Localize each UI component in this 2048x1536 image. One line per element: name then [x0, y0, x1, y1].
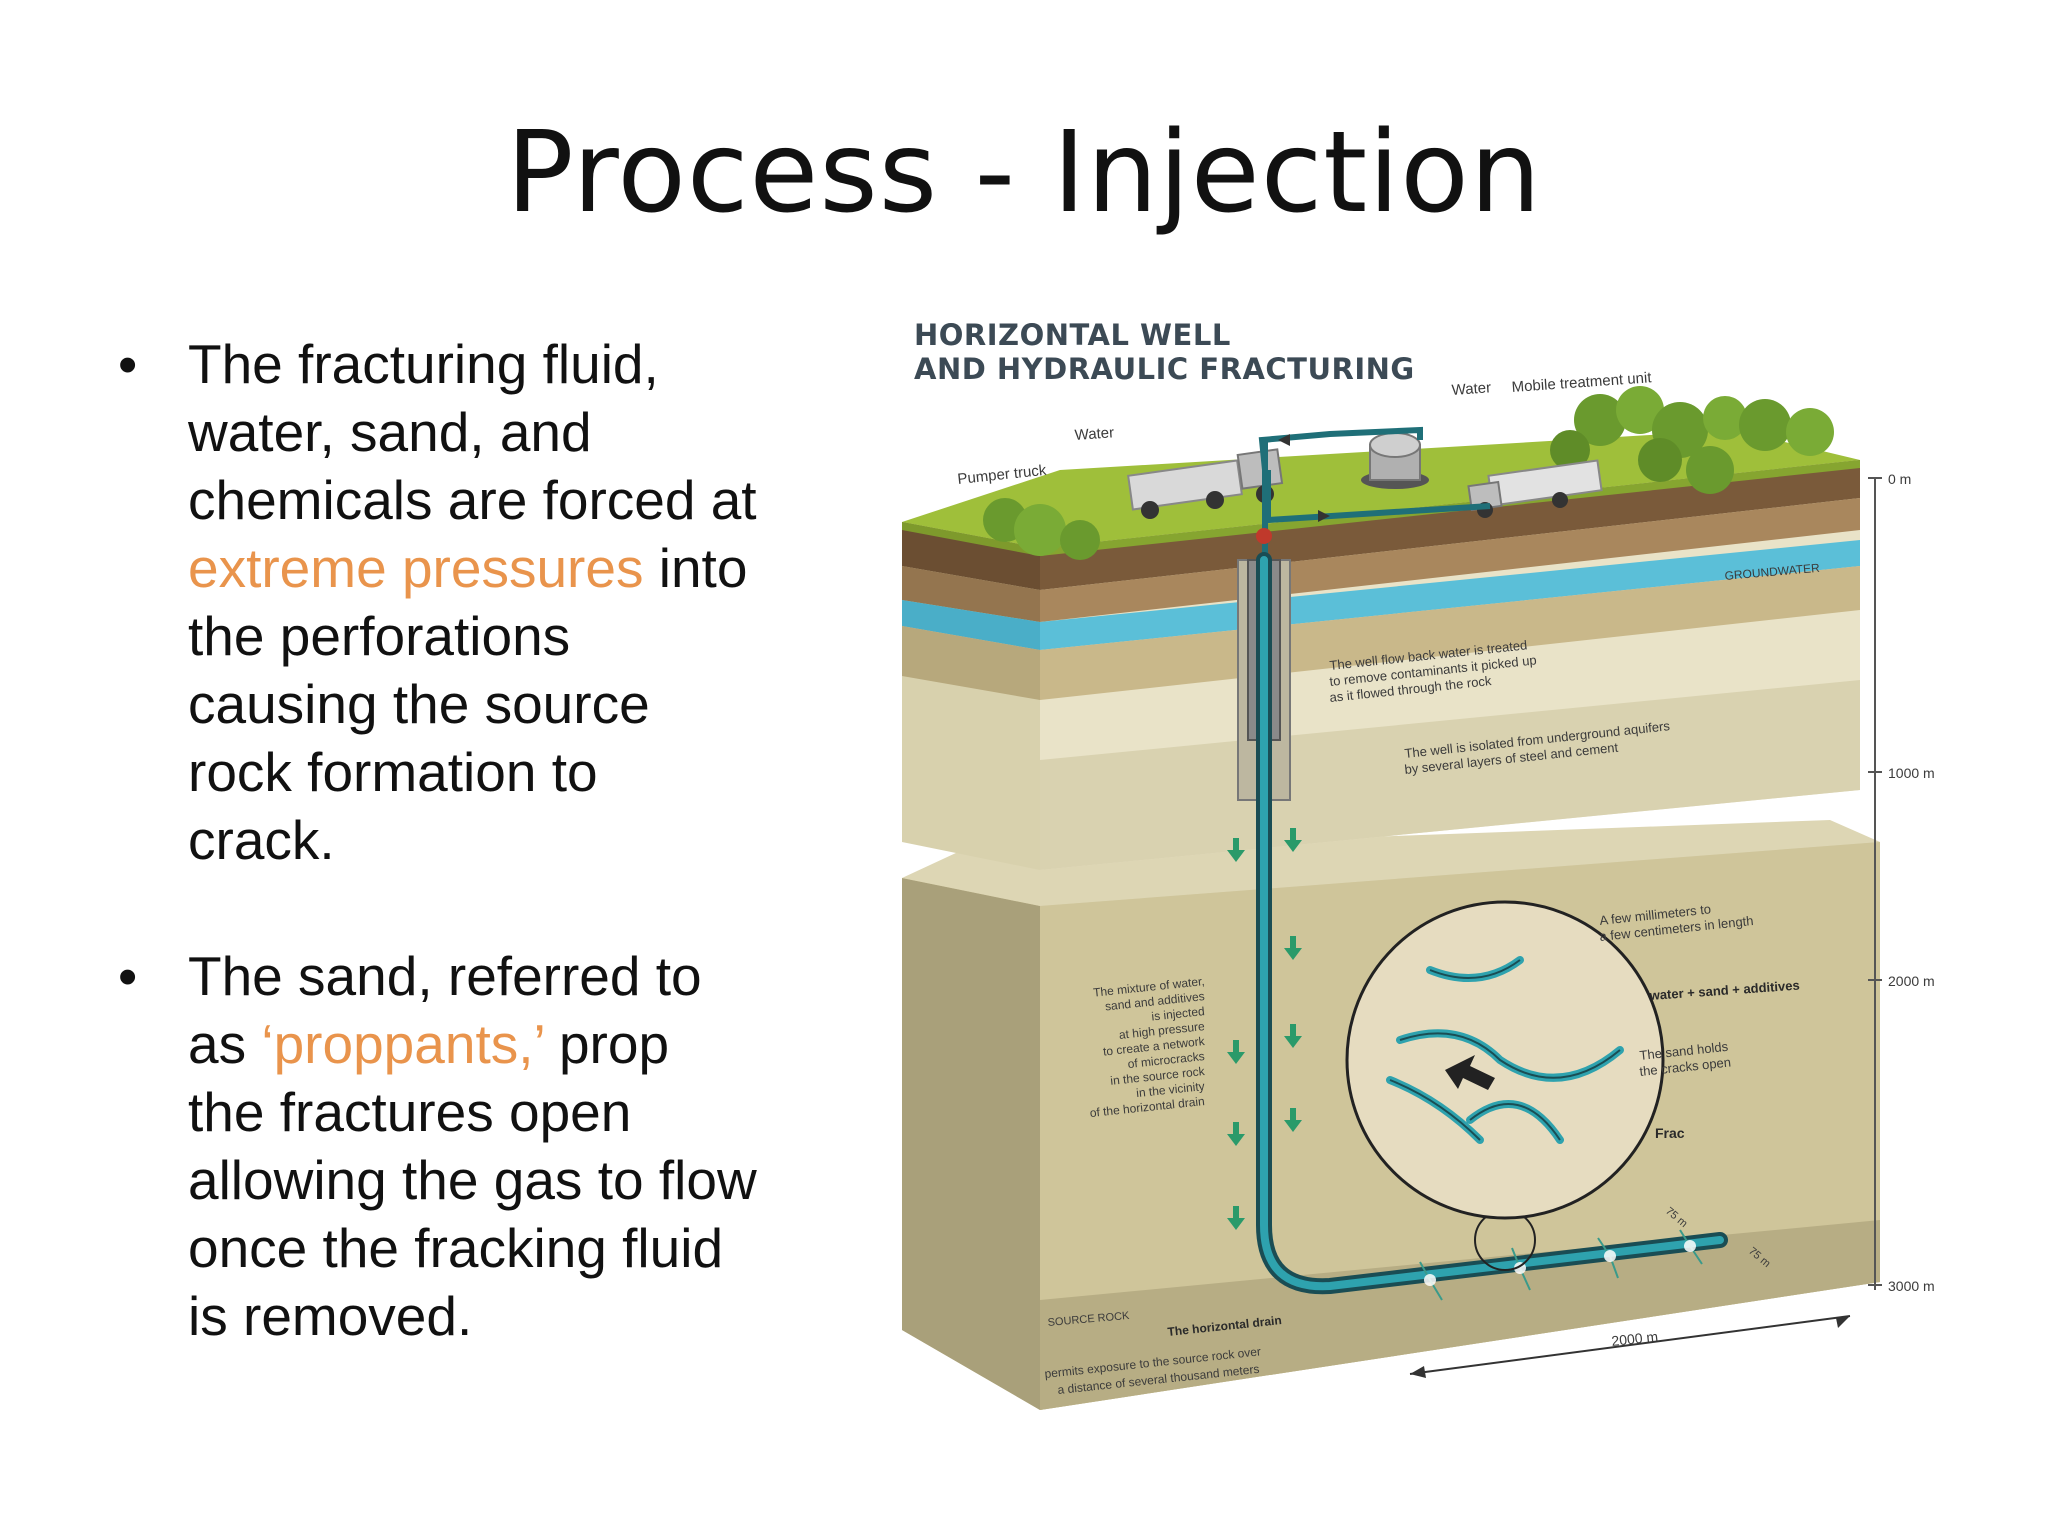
- diagram-title: HORIZONTAL WELL AND HYDRAULIC FRACTURING: [914, 318, 1415, 386]
- well-bore: [1237, 528, 1728, 1295]
- depth-scale: 0 m 1000 m 2000 m 3000 m: [1868, 471, 1935, 1294]
- label-frac: Frac: [1655, 1125, 1685, 1141]
- fractures: [1419, 1229, 1703, 1301]
- label-water-top: Water: [1451, 379, 1492, 399]
- fracking-diagram: 0 m 1000 m 2000 m 3000 m Water Mobile tr…: [902, 369, 1935, 1410]
- upper-ground-block: [902, 430, 1860, 870]
- flow-arrows: [1227, 828, 1302, 1230]
- surface-equipment: [1127, 426, 1603, 560]
- bullet-list: The fracturing fluid, water, sand, and c…: [118, 330, 758, 1350]
- depth-label: 0 m: [1888, 471, 1911, 487]
- depth-label: 2000 m: [1888, 973, 1935, 989]
- depth-label: 1000 m: [1888, 765, 1935, 781]
- diagram-title-line: AND HYDRAULIC FRACTURING: [914, 352, 1415, 386]
- distance-marker: [1409, 1315, 1851, 1378]
- bullet-text: The sand, referred to as: [188, 945, 702, 1075]
- magnifier: [1345, 900, 1665, 1271]
- bullet-item: The sand, referred to as ‘proppants,’ pr…: [118, 942, 758, 1350]
- label-2000m: 2000 m: [1611, 1328, 1659, 1349]
- highlight-text: extreme pressures: [188, 537, 644, 599]
- trees: [983, 386, 1834, 560]
- slide-title: Process - Injection: [506, 108, 1542, 238]
- label-water-left: Water: [1074, 424, 1115, 444]
- diagram-title-line: HORIZONTAL WELL: [914, 318, 1231, 352]
- highlight-text: ‘proppants,’: [261, 1013, 544, 1075]
- depth-label: 3000 m: [1888, 1278, 1935, 1294]
- bullet-text: into the perforations causing the source…: [188, 537, 748, 871]
- svg-text:is injected: is injected: [1151, 1004, 1206, 1024]
- label-mixture: The mixture of water, sand and additives…: [1089, 974, 1206, 1120]
- bullet-text: The fracturing fluid, water, sand, and c…: [188, 333, 757, 531]
- bullet-text: prop the fractures open allowing the gas…: [188, 1013, 757, 1347]
- bullet-item: The fracturing fluid, water, sand, and c…: [118, 330, 758, 874]
